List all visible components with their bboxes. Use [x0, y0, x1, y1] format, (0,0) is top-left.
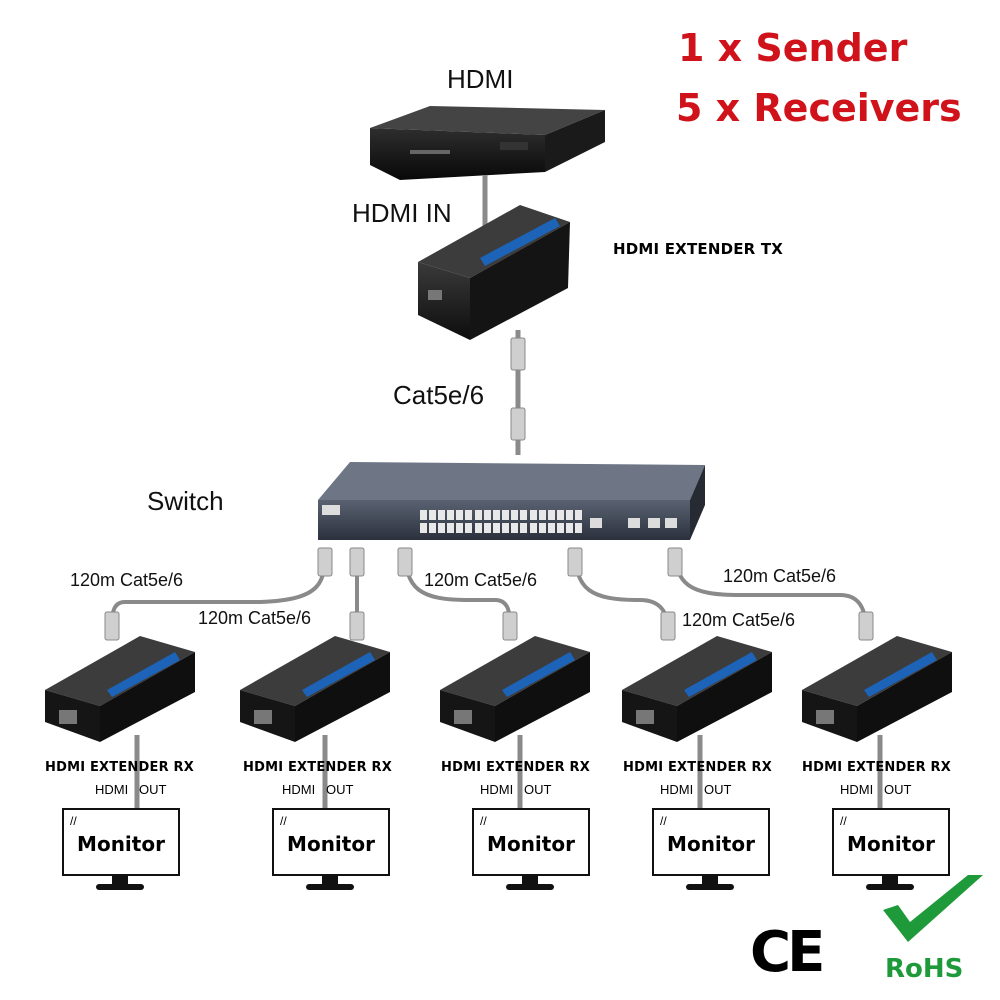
source-label: HDMI — [447, 64, 514, 94]
monitor-label: Monitor — [77, 832, 165, 856]
rohs-label: RoHS — [885, 954, 964, 984]
hdmi-extender-tx-device — [418, 205, 570, 340]
switch-port — [475, 510, 482, 520]
switch-port — [493, 510, 500, 520]
switch-port — [575, 510, 582, 520]
switch-port — [548, 510, 555, 520]
hdmi-out-cables — [134, 735, 883, 810]
hdmi-out-label: HDMI OUT — [282, 782, 354, 797]
switch-port — [465, 510, 472, 520]
switch-port — [557, 523, 564, 533]
hdmi-out-label: HDMI OUT — [840, 782, 912, 797]
rx-label: HDMI EXTENDER RX — [802, 760, 951, 775]
rx-label: HDMI EXTENDER RX — [623, 760, 772, 775]
switch-port — [420, 523, 427, 533]
ce-mark-icon: CE — [750, 920, 825, 985]
switch-port — [575, 523, 582, 533]
cable-label: 120m Cat5e/6 — [682, 610, 796, 630]
uplink-label: Cat5e/6 — [393, 380, 485, 410]
switch-port — [502, 523, 509, 533]
switch-port — [484, 510, 491, 520]
switch-uplink-port — [628, 518, 640, 528]
switch-port — [429, 523, 436, 533]
switch-uplink-port — [665, 518, 677, 528]
switch-port — [438, 523, 445, 533]
hdmi-in-label: HDMI IN — [352, 198, 452, 228]
switch-port — [511, 510, 518, 520]
switch-port — [447, 523, 454, 533]
switch-port — [438, 510, 445, 520]
rx-label: HDMI EXTENDER RX — [243, 760, 392, 775]
monitor: //Monitor — [652, 808, 770, 892]
switch-uplink-port — [648, 518, 660, 528]
checkmark-icon — [883, 875, 983, 942]
switch-port — [475, 523, 482, 533]
hdmi-extender-rx-device — [440, 636, 590, 742]
switch-port — [539, 523, 546, 533]
switch-port — [566, 523, 573, 533]
monitor: //Monitor — [472, 808, 590, 892]
switch-port — [539, 510, 546, 520]
switch-port — [465, 523, 472, 533]
monitor-label: Monitor — [847, 832, 935, 856]
monitor-label: Monitor — [667, 832, 755, 856]
switch-port — [548, 523, 555, 533]
headline-receiver-count: 5 x Receivers — [676, 86, 962, 130]
switch-port — [456, 510, 463, 520]
tx-label: HDMI EXTENDER TX — [613, 240, 784, 258]
switch-port — [530, 510, 537, 520]
monitor: //Monitor — [272, 808, 390, 892]
monitor: //Monitor — [832, 808, 950, 892]
rj45-plug — [510, 337, 526, 371]
switch-port — [429, 510, 436, 520]
hdmi-extender-rx-device — [802, 636, 952, 742]
switch-port — [520, 523, 527, 533]
switch-port — [484, 523, 491, 533]
rj45-plugs — [104, 547, 874, 641]
switch-port — [502, 510, 509, 520]
rj45-plug — [510, 407, 526, 441]
switch-label: Switch — [147, 486, 224, 516]
hdmi-out-label: HDMI OUT — [660, 782, 732, 797]
monitor-label: Monitor — [287, 832, 375, 856]
cable-label: 120m Cat5e/6 — [198, 608, 312, 628]
network-switch-device — [318, 462, 705, 540]
switch-port — [493, 523, 500, 533]
switch-port — [456, 523, 463, 533]
headline-sender-count: 1 x Sender — [678, 26, 908, 70]
hdmi-extender-rx-device — [45, 636, 195, 742]
cable-label: 120m Cat5e/6 — [723, 566, 837, 586]
hdmi-extender-rx-device — [240, 636, 390, 742]
hdmi-out-label: HDMI OUT — [95, 782, 167, 797]
cable-label: 120m Cat5e/6 — [70, 570, 184, 590]
switch-port — [566, 510, 573, 520]
rx-label: HDMI EXTENDER RX — [45, 760, 194, 775]
hdmi-source-player — [370, 106, 605, 180]
monitor-label: Monitor — [487, 832, 575, 856]
monitor: //Monitor — [62, 808, 180, 892]
hdmi-extender-rx-device — [622, 636, 772, 742]
switch-uplink-port — [590, 518, 602, 528]
switch-port — [447, 510, 454, 520]
cable-label: 120m Cat5e/6 — [424, 570, 538, 590]
switch-port — [511, 523, 518, 533]
hdmi-out-label: HDMI OUT — [480, 782, 552, 797]
switch-port — [520, 510, 527, 520]
switch-port — [557, 510, 564, 520]
switch-port — [530, 523, 537, 533]
rx-label: HDMI EXTENDER RX — [441, 760, 590, 775]
switch-port — [420, 510, 427, 520]
